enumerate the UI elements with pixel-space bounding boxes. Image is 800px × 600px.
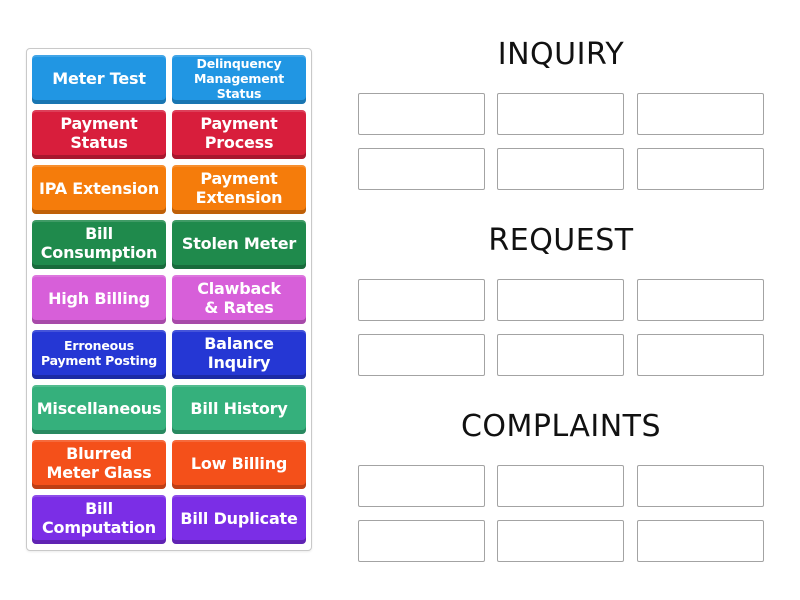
tile-label: Stolen Meter — [181, 233, 297, 253]
drop-slot-request-5[interactable] — [497, 334, 624, 376]
tile-label: Miscellaneous — [36, 398, 162, 418]
tile-label: Low Billing — [190, 453, 288, 473]
tile-high-billing[interactable]: High Billing — [32, 275, 166, 324]
tile-label: High Billing — [48, 288, 150, 308]
tile-miscellaneous[interactable]: Miscellaneous — [32, 385, 166, 434]
tile-label: Payment Extension — [195, 169, 283, 207]
tile-ipa-extension[interactable]: IPA Extension — [32, 165, 166, 214]
tile-label: Blurred Meter Glass — [46, 444, 152, 482]
tile-bill-history[interactable]: Bill History — [172, 385, 306, 434]
tile-blurred-meter-glass[interactable]: Blurred Meter Glass — [32, 440, 166, 489]
drop-slot-inquiry-6[interactable] — [637, 148, 764, 190]
tile-label: Delinquency Management Status — [193, 55, 284, 101]
drop-slot-inquiry-4[interactable] — [358, 148, 485, 190]
tile-label: Payment Status — [60, 114, 138, 152]
tile-bill-duplicate[interactable]: Bill Duplicate — [172, 495, 306, 544]
tile-label: Meter Test — [52, 68, 146, 88]
drop-slot-inquiry-1[interactable] — [358, 93, 485, 135]
tile-payment-status[interactable]: Payment Status — [32, 110, 166, 159]
group-title-inquiry: INQUIRY — [497, 37, 625, 72]
tile-label: Clawback & Rates — [197, 279, 281, 317]
tile-label: IPA Extension — [38, 178, 160, 198]
tile-erroneous-payment-posting[interactable]: Erroneous Payment Posting — [32, 330, 166, 379]
drop-slot-request-1[interactable] — [358, 279, 485, 321]
tile-label: Balance Inquiry — [204, 334, 274, 372]
drop-slot-complaints-5[interactable] — [497, 520, 624, 562]
tile-balance-inquiry[interactable]: Balance Inquiry — [172, 330, 306, 379]
tile-delinquency-management-status[interactable]: Delinquency Management Status — [172, 55, 306, 104]
group-title-request: REQUEST — [488, 223, 634, 258]
tile-label: Erroneous Payment Posting — [40, 338, 158, 368]
tile-clawback-rates[interactable]: Clawback & Rates — [172, 275, 306, 324]
tile-payment-process[interactable]: Payment Process — [172, 110, 306, 159]
drop-slot-complaints-2[interactable] — [497, 465, 624, 507]
tile-label: Payment Process — [200, 114, 278, 152]
drop-slot-inquiry-3[interactable] — [637, 93, 764, 135]
drop-slot-request-6[interactable] — [637, 334, 764, 376]
drop-slot-complaints-4[interactable] — [358, 520, 485, 562]
tile-label: Bill Consumption — [40, 224, 158, 262]
drop-slot-request-2[interactable] — [497, 279, 624, 321]
tile-bill-computation[interactable]: Bill Computation — [32, 495, 166, 544]
tile-payment-extension[interactable]: Payment Extension — [172, 165, 306, 214]
drop-slot-inquiry-5[interactable] — [497, 148, 624, 190]
drop-slot-request-3[interactable] — [637, 279, 764, 321]
tile-meter-test[interactable]: Meter Test — [32, 55, 166, 104]
drop-slot-complaints-1[interactable] — [358, 465, 485, 507]
tile-label: Bill Duplicate — [180, 508, 298, 528]
tile-label: Bill Computation — [41, 499, 156, 537]
drop-slot-inquiry-2[interactable] — [497, 93, 624, 135]
drop-slot-request-4[interactable] — [358, 334, 485, 376]
group-title-complaints: COMPLAINTS — [460, 409, 662, 444]
tile-low-billing[interactable]: Low Billing — [172, 440, 306, 489]
drop-slot-complaints-6[interactable] — [637, 520, 764, 562]
tile-stolen-meter[interactable]: Stolen Meter — [172, 220, 306, 269]
tile-bill-consumption[interactable]: Bill Consumption — [32, 220, 166, 269]
tile-label: Bill History — [190, 398, 288, 418]
drop-slot-complaints-3[interactable] — [637, 465, 764, 507]
